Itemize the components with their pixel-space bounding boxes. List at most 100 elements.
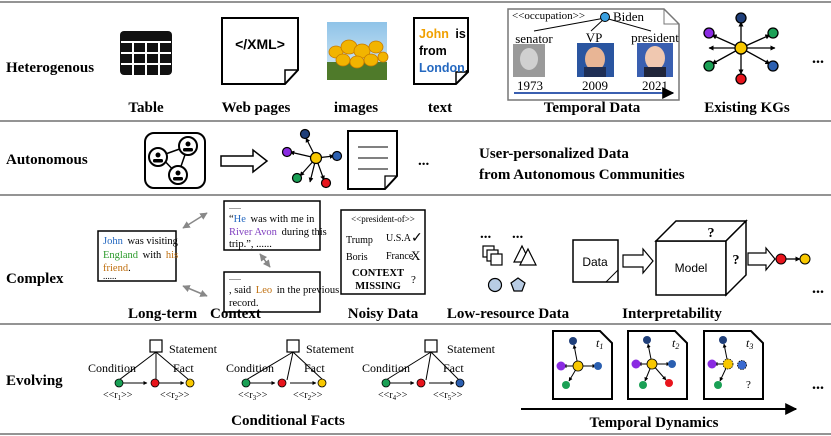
cf1-r1-sub: 1 (118, 394, 122, 402)
temporal-role-1: senator (515, 31, 553, 46)
ellipsis-autonomous: ... (418, 153, 430, 169)
t3-question: ? (746, 379, 751, 391)
ellipsis-evolving: ... (812, 376, 824, 393)
doc-b-line3: trip.”, ...... (229, 239, 272, 250)
cf3-r2-sub: 5 (448, 394, 452, 402)
noisy-missing-1: CONTEXT (352, 268, 404, 279)
label-table: Table (128, 100, 164, 116)
document-icon (347, 130, 398, 190)
row-autonomous: Autonomous (6, 128, 685, 190)
cf1-condition: Condition (88, 361, 136, 375)
cf3-r1-end: >> (396, 390, 408, 401)
doc-c-dots: ...... (229, 273, 241, 282)
autonomous-caption-line1: User-personalized Data (479, 146, 629, 162)
doc-a-tail: ...... (103, 271, 117, 281)
text-document-icon (413, 17, 469, 85)
noisy-question: ? (411, 274, 416, 286)
noisy-row1-subject: Trump (346, 235, 373, 246)
temporal-entity: Biden (613, 9, 645, 24)
cf1-r1: <<r (103, 390, 118, 401)
cf1-fact: Fact (173, 361, 194, 375)
community-icon (144, 132, 206, 189)
cf2-r2-end: >> (311, 390, 323, 401)
cf1-r2: <<r (160, 390, 175, 401)
cf2-r1: <<r (238, 390, 253, 401)
doc-b-quote: “ (229, 214, 234, 225)
cf2-r1-end: >> (256, 390, 268, 401)
svg-text:<<r1>>: <<r1>> (103, 390, 133, 402)
row-label-heterogenous: Heterogenous (6, 60, 94, 76)
cf2-statement: Statement (306, 342, 355, 356)
svg-text:John is: John is (419, 27, 466, 41)
t3-label: t (746, 336, 750, 350)
cf3-condition: Condition (362, 361, 410, 375)
context-doc-b (223, 200, 321, 251)
temporal-role-2: VP (586, 30, 603, 45)
svg-text:t1: t1 (596, 336, 603, 351)
svg-text:t3: t3 (746, 336, 753, 351)
interp-question-top: ? (708, 226, 715, 241)
doc-b-river: River Avon (229, 227, 278, 238)
interp-data-label: Data (582, 255, 608, 269)
flower-image (327, 22, 389, 80)
row-complex: Complex John was visiting England with h… (6, 200, 824, 322)
noisy-row2-subject: Boris (346, 252, 368, 263)
doc-b-dots: ...... (229, 202, 241, 211)
t2-label: t (672, 336, 676, 350)
context-doc-c (223, 271, 321, 313)
temporal-year-2: 2009 (582, 78, 608, 93)
cf1-r2-end: >> (178, 390, 190, 401)
doc-b-he: He (234, 214, 247, 225)
cf2-condition: Condition (226, 361, 274, 375)
table-icon (120, 31, 172, 75)
xml-document-icon (221, 17, 299, 85)
lowres-shapes-icon (482, 244, 537, 293)
noisy-row1-object: U.S.A (386, 233, 412, 244)
label-temporal-dynamics: Temporal Dynamics (589, 415, 718, 431)
t2-sub: 2 (675, 342, 679, 351)
t1-sub: 1 (599, 342, 603, 351)
knowledge-graph-icon (703, 12, 779, 85)
t1-label: t (596, 336, 600, 350)
noisy-relation: <<president-of>> (351, 214, 415, 224)
doc-a-john: John (103, 236, 124, 247)
text-doc-period: . (465, 61, 468, 75)
check-icon: ✓ (411, 231, 423, 246)
label-text: text (428, 100, 452, 116)
text-doc-is: is (455, 27, 465, 41)
label-temporal-data: Temporal Data (544, 100, 641, 116)
svg-text:“He was with me in: “He was with me in (229, 214, 315, 225)
label-low-resource: Low-resource Data (447, 306, 570, 322)
cf3-r1: <<r (378, 390, 393, 401)
xml-doc-text: </XML> (235, 36, 285, 52)
temporal-snapshot-2 (627, 330, 688, 400)
conditional-fact-1 (114, 339, 195, 388)
svg-text:<<r5>>: <<r5>> (433, 390, 463, 402)
doc-a-friend: friend (103, 263, 129, 274)
temporal-role-3: president (631, 30, 679, 45)
doc-c-leo: Leo (256, 285, 272, 296)
temporal-snapshot-3 (703, 330, 764, 400)
svg-text:London.: London. (419, 61, 468, 75)
doc-b-line1: was with me in (251, 214, 316, 225)
doc-a-with: with (143, 250, 162, 261)
noisy-row2-object: France (386, 251, 414, 262)
lowres-dots-1: ... (480, 226, 492, 242)
cross-icon: X (411, 248, 421, 263)
text-doc-john: John (419, 27, 449, 41)
row-label-complex: Complex (6, 271, 64, 287)
row-evolving: Evolving Statement Condition Fact <<r1>>… (6, 330, 824, 431)
cf1-r2-sub: 2 (175, 394, 179, 402)
svg-text:, said Leo in the: , said Leo in the previous (229, 285, 339, 296)
cf3-fact: Fact (443, 361, 464, 375)
svg-text:John was visiting: John was visiting (103, 236, 179, 247)
cf2-r2-sub: 2 (308, 394, 312, 402)
autonomous-caption-line2: from Autonomous Communities (479, 167, 685, 183)
cf1-statement: Statement (169, 342, 218, 356)
cf2-r2: <<r (293, 390, 308, 401)
svg-text:<<r4>>: <<r4>> (378, 390, 408, 402)
interpretability-diagram (572, 219, 811, 297)
doc-a-period: . (128, 263, 131, 274)
